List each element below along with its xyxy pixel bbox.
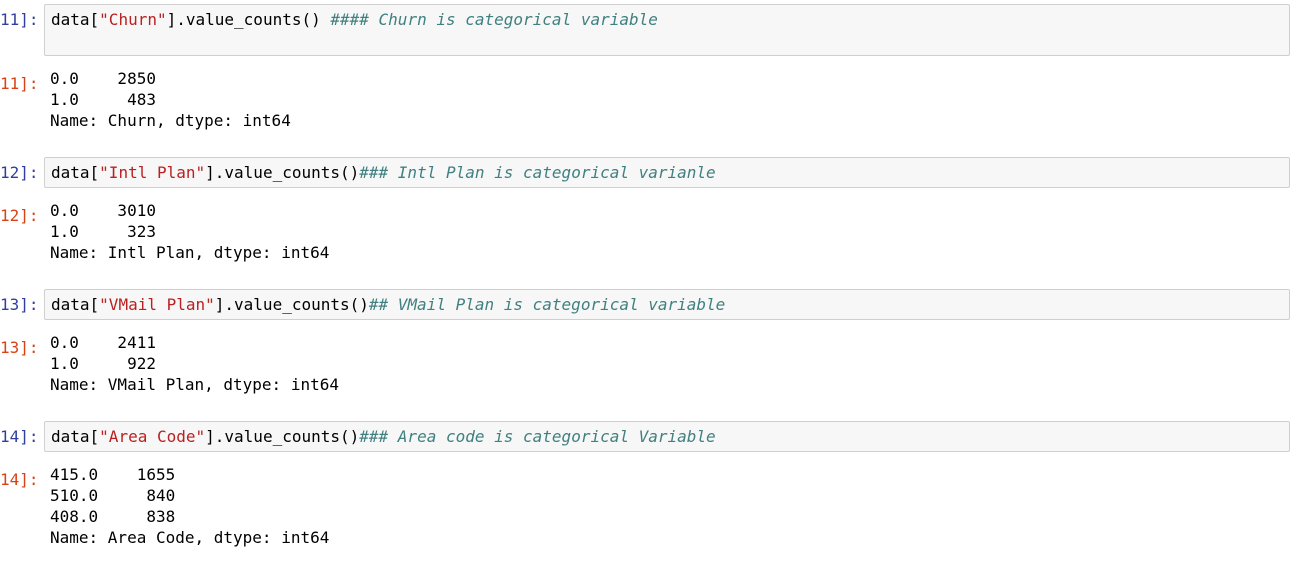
code-input-area[interactable]: data["Intl Plan"].value_counts()### Intl… xyxy=(44,157,1290,188)
input-prompt: 11]: xyxy=(0,10,39,29)
code-token: ].value_counts() xyxy=(166,10,331,29)
code-line: data["VMail Plan"].value_counts()## VMai… xyxy=(51,294,1283,315)
output-text: 0.0 2850 1.0 483 Name: Churn, dtype: int… xyxy=(50,69,291,130)
code-input-area[interactable]: data["Area Code"].value_counts()### Area… xyxy=(44,421,1290,452)
input-prompt: 12]: xyxy=(0,163,39,182)
code-comment-token: ### Intl Plan is categorical varianle xyxy=(359,163,716,182)
code-input-area[interactable]: data["VMail Plan"].value_counts()## VMai… xyxy=(44,289,1290,320)
jupyter-notebook: 11]: data["Churn"].value_counts() #### C… xyxy=(0,4,1305,548)
cell-input-row: 13]: data["VMail Plan"].value_counts()##… xyxy=(0,289,1305,320)
code-string-token: "VMail Plan" xyxy=(99,295,215,314)
code-token: ].value_counts() xyxy=(205,163,360,182)
code-string-token: "Area Code" xyxy=(99,427,206,446)
cell-output-row: 13]: 0.0 2411 1.0 922 Name: VMail Plan, … xyxy=(0,332,1305,395)
cell-input-row: 12]: data["Intl Plan"].value_counts()###… xyxy=(0,157,1305,188)
code-token: data[ xyxy=(51,427,100,446)
code-string-token: "Churn" xyxy=(99,10,167,29)
code-token: data[ xyxy=(51,163,100,182)
output-prompt: 14]: xyxy=(0,470,39,489)
code-input-area[interactable]: data["Churn"].value_counts() #### Churn … xyxy=(44,4,1290,56)
code-cell-11: 11]: data["Churn"].value_counts() #### C… xyxy=(0,4,1305,131)
code-cell-14: 14]: data["Area Code"].value_counts()###… xyxy=(0,421,1305,548)
cell-input-row: 14]: data["Area Code"].value_counts()###… xyxy=(0,421,1305,452)
output-text: 0.0 3010 1.0 323 Name: Intl Plan, dtype:… xyxy=(50,201,330,262)
code-token: data[ xyxy=(51,10,100,29)
cell-output-row: 11]: 0.0 2850 1.0 483 Name: Churn, dtype… xyxy=(0,68,1305,131)
code-comment-token: ### Area code is categorical Variable xyxy=(359,427,716,446)
code-line: data["Churn"].value_counts() #### Churn … xyxy=(51,9,1283,30)
code-cell-12: 12]: data["Intl Plan"].value_counts()###… xyxy=(0,157,1305,263)
code-string-token: "Intl Plan" xyxy=(99,163,206,182)
code-line: data["Intl Plan"].value_counts()### Intl… xyxy=(51,162,1283,183)
code-line: data["Area Code"].value_counts()### Area… xyxy=(51,426,1283,447)
output-prompt: 12]: xyxy=(0,206,39,225)
code-token: ].value_counts() xyxy=(214,295,369,314)
code-token: ].value_counts() xyxy=(205,427,360,446)
cell-output-row: 12]: 0.0 3010 1.0 323 Name: Intl Plan, d… xyxy=(0,200,1305,263)
output-text: 415.0 1655 510.0 840 408.0 838 Name: Are… xyxy=(50,465,330,547)
code-comment-token: ## VMail Plan is categorical variable xyxy=(368,295,726,314)
input-prompt: 13]: xyxy=(0,295,39,314)
output-prompt: 11]: xyxy=(0,74,39,93)
output-prompt: 13]: xyxy=(0,338,39,357)
code-cell-13: 13]: data["VMail Plan"].value_counts()##… xyxy=(0,289,1305,395)
input-prompt: 14]: xyxy=(0,427,39,446)
code-token: data[ xyxy=(51,295,100,314)
code-comment-token: #### Churn is categorical variable xyxy=(330,10,658,29)
cell-input-row: 11]: data["Churn"].value_counts() #### C… xyxy=(0,4,1305,56)
output-text: 0.0 2411 1.0 922 Name: VMail Plan, dtype… xyxy=(50,333,339,394)
cell-output-row: 14]: 415.0 1655 510.0 840 408.0 838 Name… xyxy=(0,464,1305,548)
